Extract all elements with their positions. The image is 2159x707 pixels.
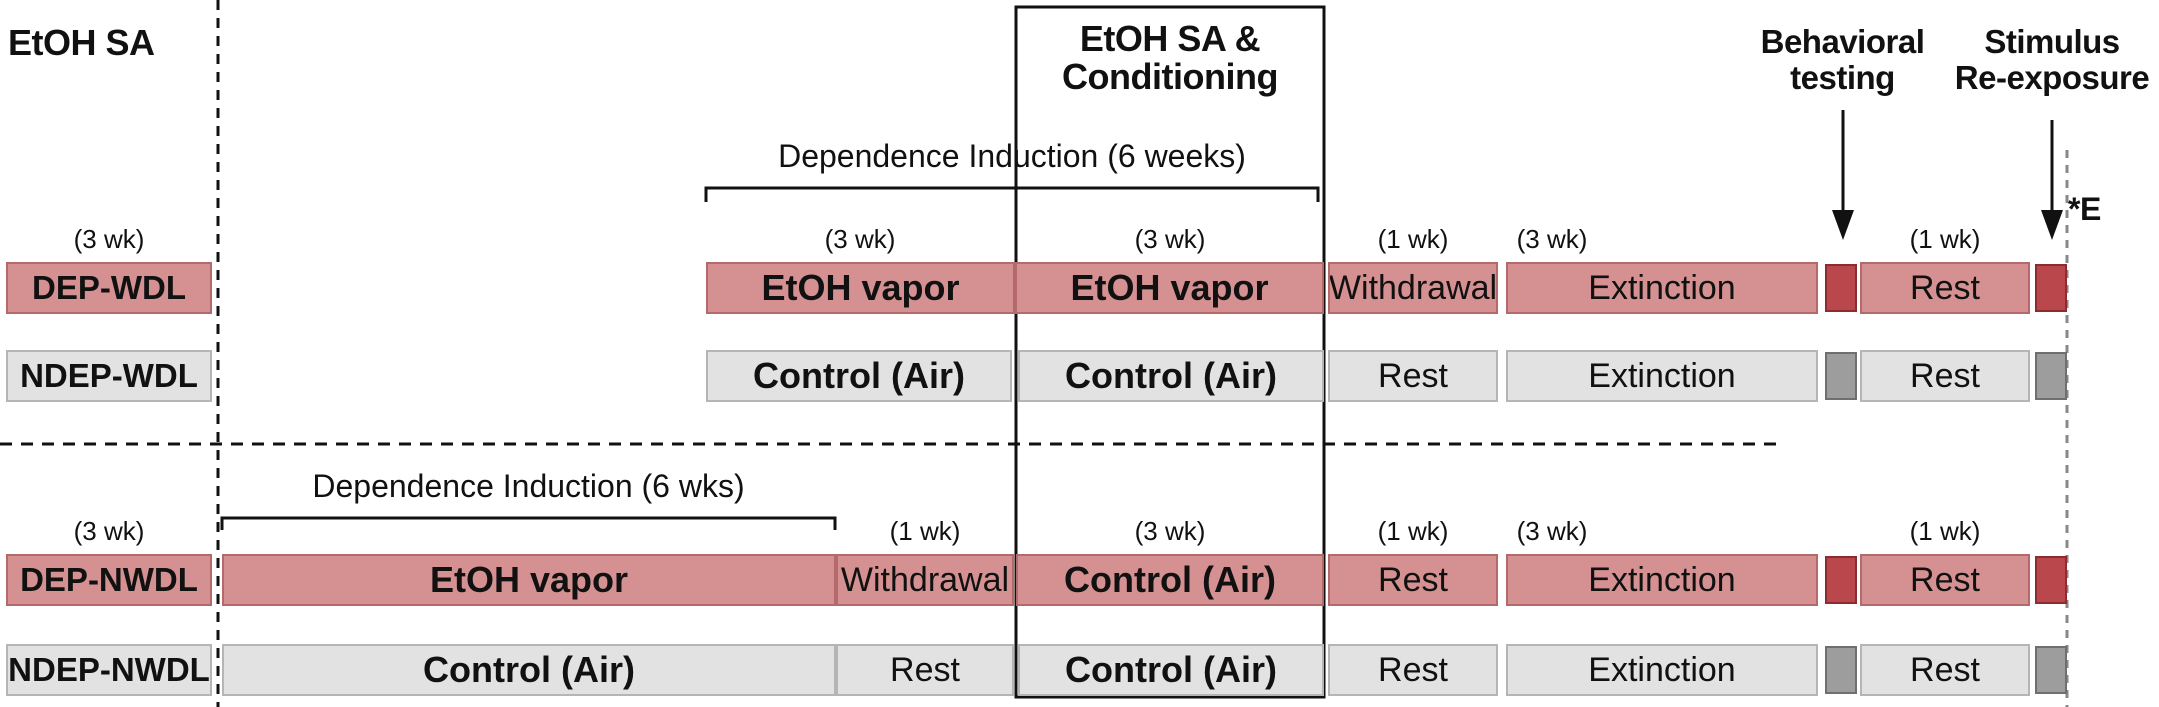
- stimulus-arrow-head: [2041, 210, 2063, 240]
- phase-rest: Rest: [1328, 554, 1498, 606]
- reexposure-marker: [2035, 556, 2067, 604]
- reexposure-marker: [2035, 264, 2067, 312]
- behavioral-header-line1: Behavioral: [1760, 23, 1925, 60]
- duration-label: (1 wk): [1909, 224, 1981, 254]
- phase-extinction: Extinction: [1506, 554, 1818, 606]
- phase-etoh-vapor: EtOH vapor: [706, 262, 1015, 314]
- group-label-ndep-nwdl: NDEP-NWDL: [6, 644, 212, 696]
- phase-rest: Rest: [1860, 644, 2030, 696]
- reexposure-marker: [2035, 646, 2067, 694]
- phase-withdrawal: Withdrawal: [1328, 262, 1498, 314]
- asterisk-e-label: *E: [2068, 191, 2101, 227]
- duration-label: (3 wk): [1134, 224, 1206, 254]
- duration-label: (1 wk): [1377, 224, 1449, 254]
- phase-extinction: Extinction: [1506, 644, 1818, 696]
- conditioning-header-line1: EtOH SA &: [1079, 18, 1261, 59]
- phase-extinction: Extinction: [1506, 262, 1818, 314]
- bottom-dependence-bracket: [220, 516, 837, 530]
- phase-control-air: Control (Air): [1016, 554, 1324, 606]
- behavioral-header-line2: testing: [1790, 59, 1895, 96]
- phase-withdrawal: Withdrawal: [836, 554, 1014, 606]
- top-dependence-bracket: [704, 186, 1320, 202]
- group-label-dep-nwdl: DEP-NWDL: [6, 554, 212, 606]
- phase-etoh-vapor: EtOH vapor: [222, 554, 836, 606]
- phase-rest: Rest: [1328, 644, 1498, 696]
- duration-label: (3 wk): [73, 516, 145, 546]
- duration-label: (3 wk): [824, 224, 896, 254]
- phase-extinction: Extinction: [1506, 350, 1818, 402]
- phase-rest: Rest: [1860, 350, 2030, 402]
- group-label-dep-wdl: DEP-WDL: [6, 262, 212, 314]
- reexposure-marker: [2035, 352, 2067, 400]
- conditioning-header-line2: Conditioning: [1062, 56, 1278, 97]
- phase-etoh-vapor: EtOH vapor: [1015, 262, 1324, 314]
- stimulus-header-line2: Re-exposure: [1954, 59, 2150, 96]
- behavioral-test-marker: [1825, 264, 1857, 312]
- duration-label: (1 wk): [1377, 516, 1449, 546]
- bottom-bracket-label: Dependence Induction (6 wks): [312, 468, 745, 504]
- behavioral-arrow-head: [1832, 210, 1854, 240]
- duration-label: (3 wk): [73, 224, 145, 254]
- duration-label: (1 wk): [889, 516, 961, 546]
- conditioning-header: EtOH SA & Conditioning: [1016, 20, 1324, 96]
- behavioral-test-marker: [1825, 352, 1857, 400]
- stimulus-header-line1: Stimulus: [1984, 23, 2120, 60]
- phase-rest: Rest: [1860, 554, 2030, 606]
- phase-rest: Rest: [836, 644, 1014, 696]
- duration-label: (1 wk): [1909, 516, 1981, 546]
- duration-label: (3 wk): [1516, 224, 1588, 254]
- behavioral-test-marker: [1825, 646, 1857, 694]
- duration-label: (3 wk): [1134, 516, 1206, 546]
- behavioral-test-marker: [1825, 556, 1857, 604]
- top-bracket-label: Dependence Induction (6 weeks): [778, 138, 1246, 174]
- group-label-ndep-wdl: NDEP-WDL: [6, 350, 212, 402]
- etoh-sa-header: EtOH SA: [8, 22, 155, 63]
- phase-control-air: Control (Air): [1018, 644, 1324, 696]
- phase-rest: Rest: [1860, 262, 2030, 314]
- phase-control-air: Control (Air): [222, 644, 836, 696]
- phase-rest: Rest: [1328, 350, 1498, 402]
- duration-label: (3 wk): [1516, 516, 1588, 546]
- phase-control-air: Control (Air): [1018, 350, 1324, 402]
- conditioning-frame: [1014, 5, 1326, 699]
- stimulus-reexposure-header: Stimulus Re-exposure: [1945, 24, 2159, 96]
- behavioral-testing-header: Behavioral testing: [1735, 24, 1950, 96]
- phase-control-air: Control (Air): [706, 350, 1012, 402]
